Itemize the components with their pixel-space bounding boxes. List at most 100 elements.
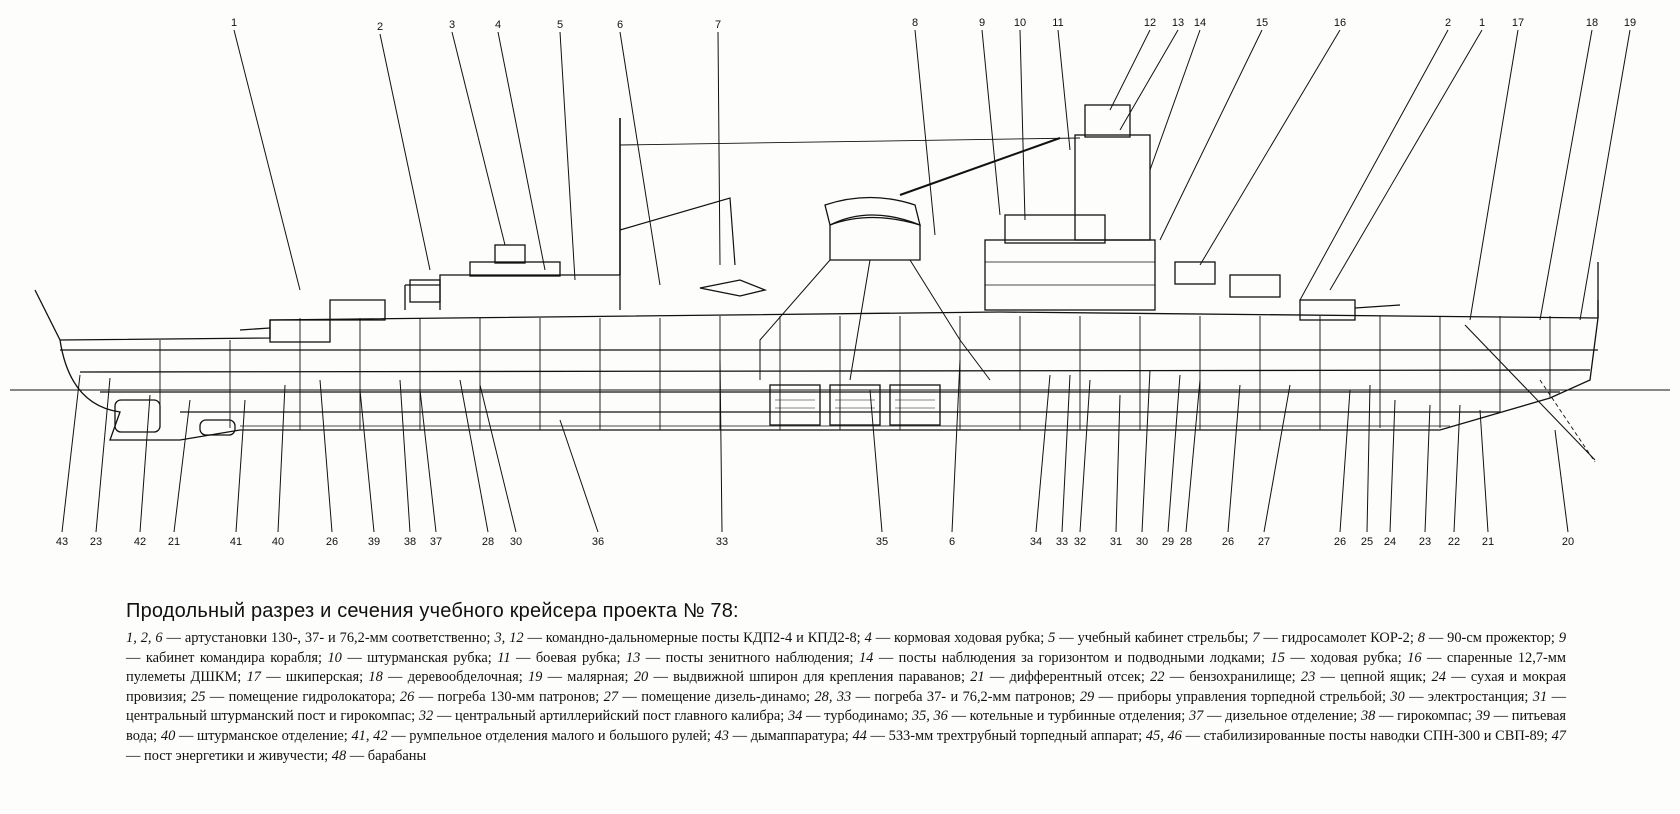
- legend-description: — центральный штурманский пост и гироком…: [126, 688, 1566, 725]
- legend-description: — центральный артиллерийский пост главно…: [433, 708, 788, 725]
- leader-line: [1389, 399, 1396, 533]
- leader-line: [139, 394, 151, 533]
- leader-line: [1115, 394, 1121, 533]
- legend-description: — посты наблюдения за горизонтом и подво…: [873, 649, 1271, 666]
- callout-label-bottom: 37: [430, 536, 442, 548]
- callout-label-bottom: 25: [1361, 536, 1373, 548]
- leader-line: [719, 359, 723, 533]
- legend-description: — командно-дальномерные посты КДП2-4 и К…: [523, 630, 865, 646]
- callout-label-top: 2: [377, 21, 383, 33]
- callout-label-bottom: 30: [1136, 536, 1148, 548]
- callout-label-bottom: 35: [876, 536, 888, 548]
- callout-label-bottom: 28: [1180, 536, 1192, 548]
- legend-description: — выдвижной шпирон для крепления параван…: [648, 669, 971, 686]
- callout-label-bottom: 40: [272, 536, 284, 548]
- callout-label-top: 1: [231, 17, 237, 29]
- legend-key: 5: [1048, 630, 1056, 646]
- leader-line: [1159, 29, 1263, 241]
- legend-key: 18: [368, 669, 383, 686]
- legend-description: — сухая и мокрая провизия;: [126, 669, 1566, 705]
- callout-label-top: 14: [1194, 17, 1206, 29]
- legend-description: — кормовая ходовая рубка;: [871, 630, 1049, 646]
- callout-label-top: 1: [1479, 17, 1485, 29]
- legend-key: 13: [625, 649, 641, 666]
- legend-key: 24: [1431, 669, 1446, 686]
- legend-key: 20: [633, 669, 649, 686]
- legend-description: — боевая рубка;: [510, 649, 626, 666]
- leader-line: [1579, 29, 1631, 321]
- callout-label-bottom: 26: [1222, 536, 1234, 548]
- leader-line: [1079, 379, 1091, 533]
- callout-label-top: 11: [1052, 17, 1063, 29]
- legend-description: — ходовая рубка;: [1284, 649, 1408, 666]
- legend-description: — артустановки 130-, 37- и 76,2-мм соотв…: [162, 630, 495, 646]
- legend-key: 26: [399, 688, 415, 705]
- leader-line: [951, 359, 961, 533]
- callout-label-top: 10: [1014, 17, 1026, 29]
- callout-label-top: 12: [1144, 17, 1156, 29]
- leader-line: [1035, 374, 1051, 533]
- leader-line: [619, 31, 661, 286]
- callout-label-bottom: 26: [326, 536, 338, 548]
- legend-description: — погреба 130-мм патронов;: [414, 688, 604, 705]
- legend-description: — помещение дизель-динамо;: [618, 688, 815, 705]
- callout-label-bottom: 38: [404, 536, 416, 548]
- legend-key: 41, 42: [351, 727, 388, 744]
- legend-key: 21: [970, 669, 985, 686]
- legend-description: — дифферентный отсек;: [984, 669, 1151, 686]
- callout-label-bottom: 28: [482, 536, 494, 548]
- legend-description: — приборы управления торпедной стрельбой…: [1094, 688, 1391, 705]
- legend-key: 43: [714, 727, 729, 744]
- callout-label-top: 3: [449, 19, 455, 31]
- leader-line: [1061, 374, 1071, 533]
- legend-description: — турбодинамо;: [802, 708, 912, 725]
- leader-line: [95, 377, 111, 533]
- caption: Продольный разрез и сечения учебного кре…: [126, 600, 1566, 766]
- leader-line: [1109, 29, 1151, 111]
- callout-leader-lines: [61, 29, 1631, 533]
- legend-key: 29: [1079, 688, 1095, 705]
- legend-key: 9: [1558, 630, 1567, 646]
- leader-line: [399, 379, 411, 533]
- callout-label-bottom: 27: [1258, 536, 1270, 548]
- legend-description: — дизельное отделение;: [1203, 708, 1361, 725]
- legend-key: 1, 2, 6: [126, 630, 163, 646]
- leader-line: [1453, 404, 1461, 533]
- leader-line: [1339, 389, 1351, 533]
- leader-line: [869, 389, 883, 533]
- legend-key: 27: [603, 688, 619, 705]
- legend-key: 34: [787, 708, 803, 725]
- callout-label-top: 7: [715, 19, 721, 31]
- callout-label-bottom: 24: [1384, 536, 1396, 548]
- callout-label-bottom: 20: [1562, 536, 1574, 548]
- callout-label-bottom: 23: [90, 536, 102, 548]
- callout-label-bottom: 22: [1448, 536, 1460, 548]
- legend-description: — котельные и турбинные отделения;: [947, 708, 1189, 725]
- leader-line: [1227, 384, 1241, 533]
- legend-key: 47: [1551, 727, 1566, 744]
- legend-key: 48: [331, 747, 347, 764]
- callout-label-bottom: 33: [1056, 536, 1068, 548]
- callout-label-bottom: 21: [168, 536, 180, 548]
- leader-line: [235, 399, 246, 533]
- legend-key: 23: [1300, 669, 1316, 686]
- legend-text: 1, 2, 6 — артустановки 130-, 37- и 76,2-…: [126, 629, 1566, 766]
- legend-description: — штурманское отделение;: [175, 727, 352, 744]
- legend-key: 22: [1150, 669, 1165, 686]
- callout-label-top: 9: [979, 17, 985, 29]
- legend-key: 31: [1532, 688, 1548, 705]
- callout-label-top: 13: [1172, 17, 1184, 29]
- callout-label-top: 19: [1624, 17, 1636, 29]
- legend-key: 17: [246, 669, 261, 686]
- legend-description: — 533-мм трехтрубный торпедный аппарат;: [866, 727, 1146, 744]
- leader-line: [559, 419, 599, 533]
- legend-description: — деревообделочная;: [382, 669, 528, 686]
- legend-description: — дымаппаратура;: [728, 727, 853, 744]
- legend-key: 28, 33: [814, 688, 852, 705]
- legend-key: 14: [858, 649, 874, 666]
- leader-line: [1167, 374, 1181, 533]
- legend-description: — румпельное отделения малого и большого…: [387, 727, 715, 744]
- leader-line: [559, 31, 576, 281]
- callout-label-bottom: 31: [1110, 536, 1122, 548]
- leader-line: [61, 374, 81, 533]
